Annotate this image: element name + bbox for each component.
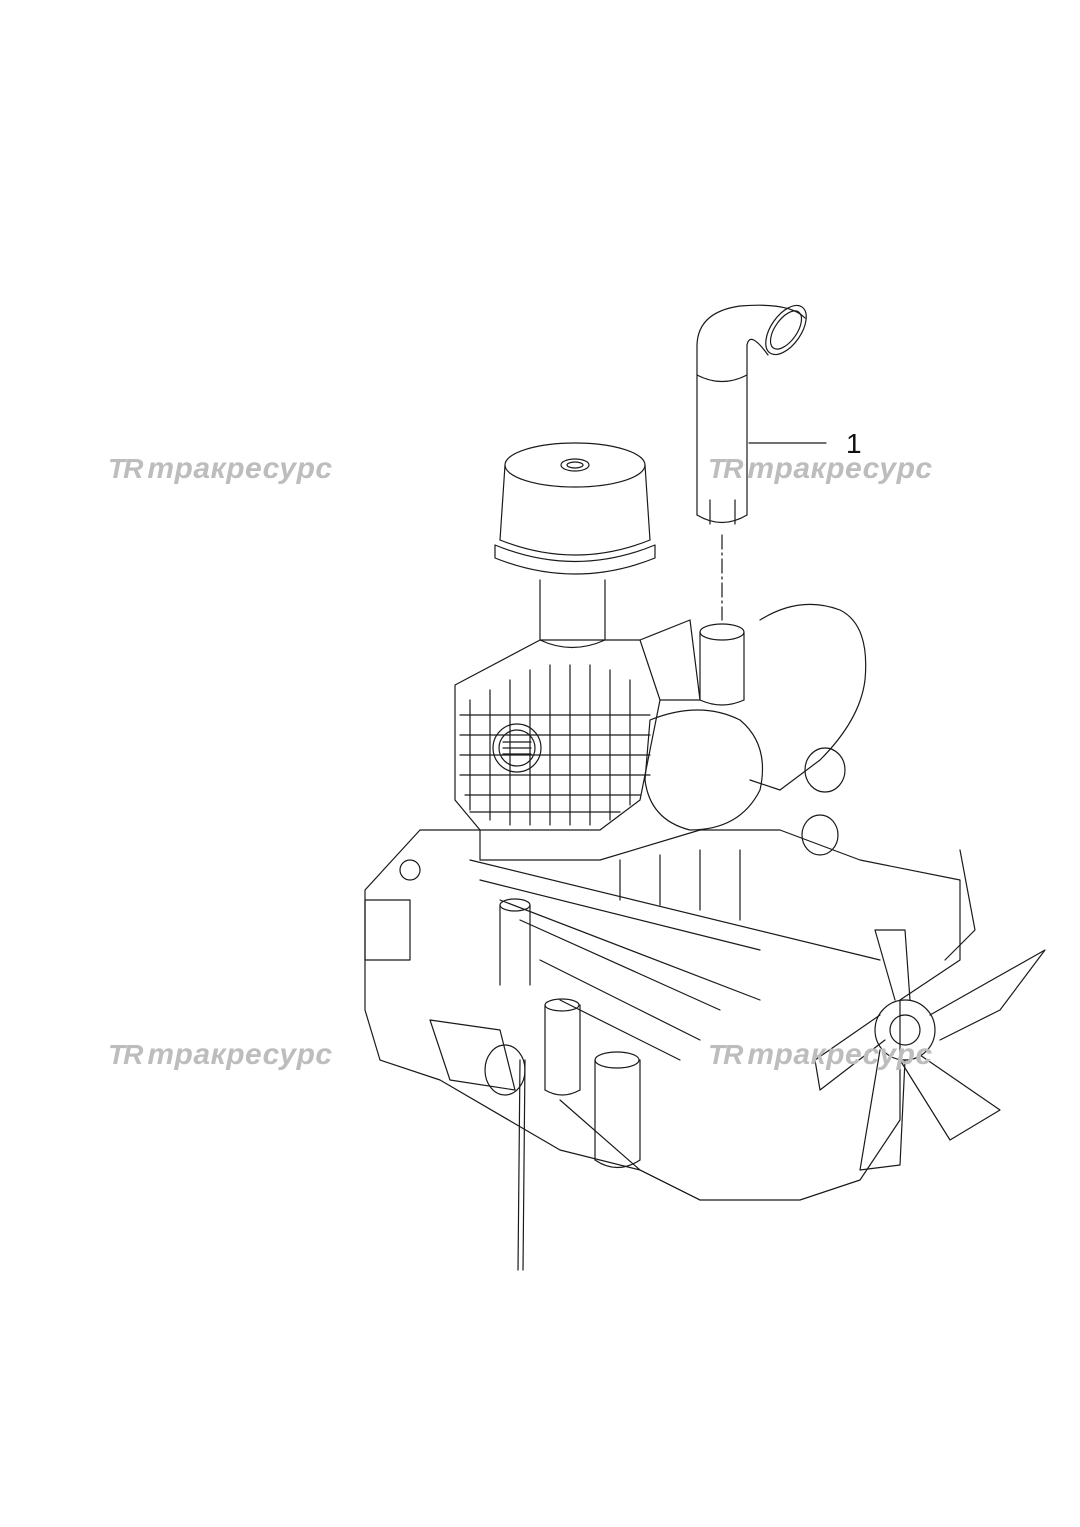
watermark-text: тракресурс	[147, 1038, 333, 1071]
muffler-body	[644, 603, 867, 856]
exhaust-stub	[699, 623, 745, 706]
watermark-text: тракресурс	[147, 452, 333, 485]
brand-logo-icon: TR	[708, 453, 743, 484]
starter-motor	[429, 1019, 526, 1096]
exhaust-pipe-part	[696, 304, 807, 525]
brand-logo-icon: TR	[108, 1039, 143, 1070]
watermark-text: тракресурс	[747, 1038, 933, 1071]
air-intake-housing	[454, 619, 701, 831]
cooling-fan	[814, 849, 1046, 1171]
watermark-brand: TR тракресурс	[708, 452, 933, 486]
watermark-brand: TR тракресурс	[108, 1038, 333, 1072]
watermark-text: тракресурс	[747, 452, 933, 485]
air-filter	[494, 442, 656, 649]
oil-filter	[499, 898, 641, 1169]
watermark-brand: TR тракресурс	[108, 452, 333, 486]
callout-label-1: 1	[846, 428, 862, 459]
watermark-brand: TR тракресурс	[708, 1038, 933, 1072]
engine-block	[364, 829, 961, 1201]
brand-logo-icon: TR	[108, 453, 143, 484]
dipstick	[517, 1059, 526, 1271]
brand-logo-icon: TR	[708, 1039, 743, 1070]
